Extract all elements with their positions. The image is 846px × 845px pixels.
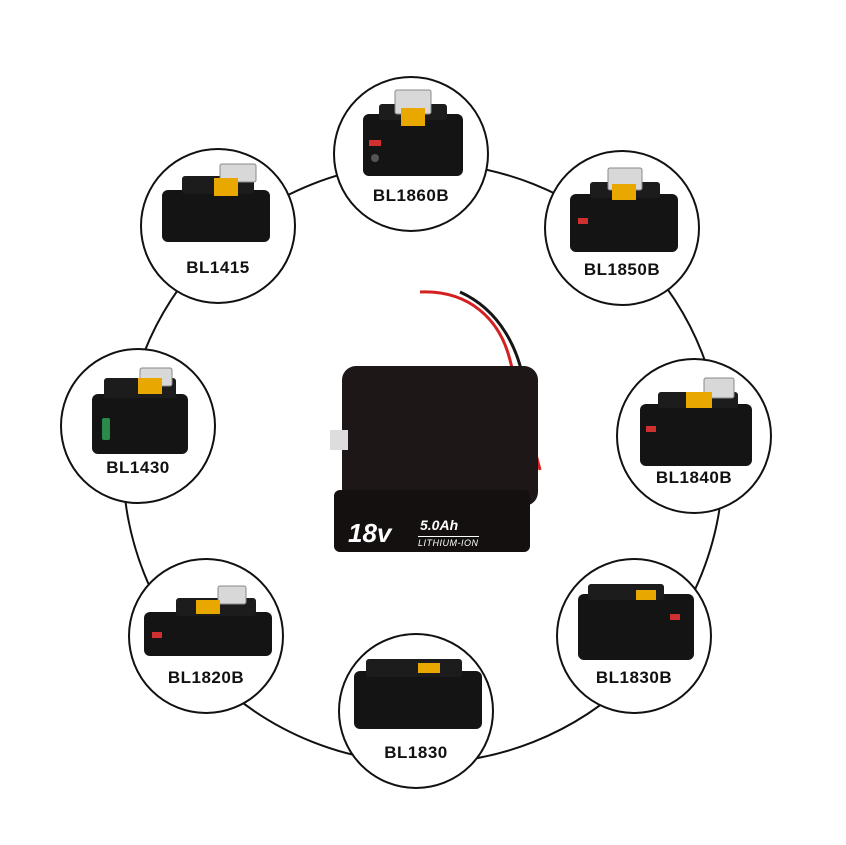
battery-pack-icon [570, 167, 678, 252]
battery-pack-icon [363, 89, 463, 176]
battery-model-label: BL1840B [655, 468, 733, 487]
battery-model-label: BL1430 [106, 458, 170, 477]
battery-adapter-icon [330, 290, 542, 552]
battery-model-label: BL1415 [186, 258, 250, 277]
battery-adapter: 18v 5.0Ah LITHIUM-ION [300, 280, 560, 570]
battery-node-bl1830b: BL1830B [556, 558, 712, 714]
battery-model-label: BL1830B [595, 668, 673, 687]
battery-model-label: BL1830 [384, 743, 448, 762]
battery-node-bl1850b: BL1850B [544, 150, 700, 306]
battery-pack-icon [578, 584, 694, 660]
battery-pack-icon [354, 659, 482, 729]
battery-pack-icon [640, 377, 752, 466]
battery-node-bl1830: BL1830 [338, 633, 494, 789]
adapter-voltage: 18v [348, 518, 392, 548]
battery-pack-icon [162, 163, 270, 242]
battery-model-label: BL1860B [372, 186, 450, 205]
battery-model-label: BL1850B [583, 260, 661, 279]
battery-node-bl1840b: BL1840B [616, 358, 772, 514]
battery-pack-icon [92, 367, 188, 454]
battery-node-bl1430: BL1430 [60, 348, 216, 504]
battery-node-bl1860b: BL1860B [333, 76, 489, 232]
battery-node-bl1820b: BL1820B [128, 558, 284, 714]
adapter-capacity: 5.0Ah [420, 517, 459, 533]
battery-pack-icon [144, 585, 272, 656]
adapter-chemistry: LITHIUM-ION [418, 536, 479, 548]
battery-node-bl1415: BL1415 [140, 148, 296, 304]
battery-model-label: BL1820B [167, 668, 245, 687]
